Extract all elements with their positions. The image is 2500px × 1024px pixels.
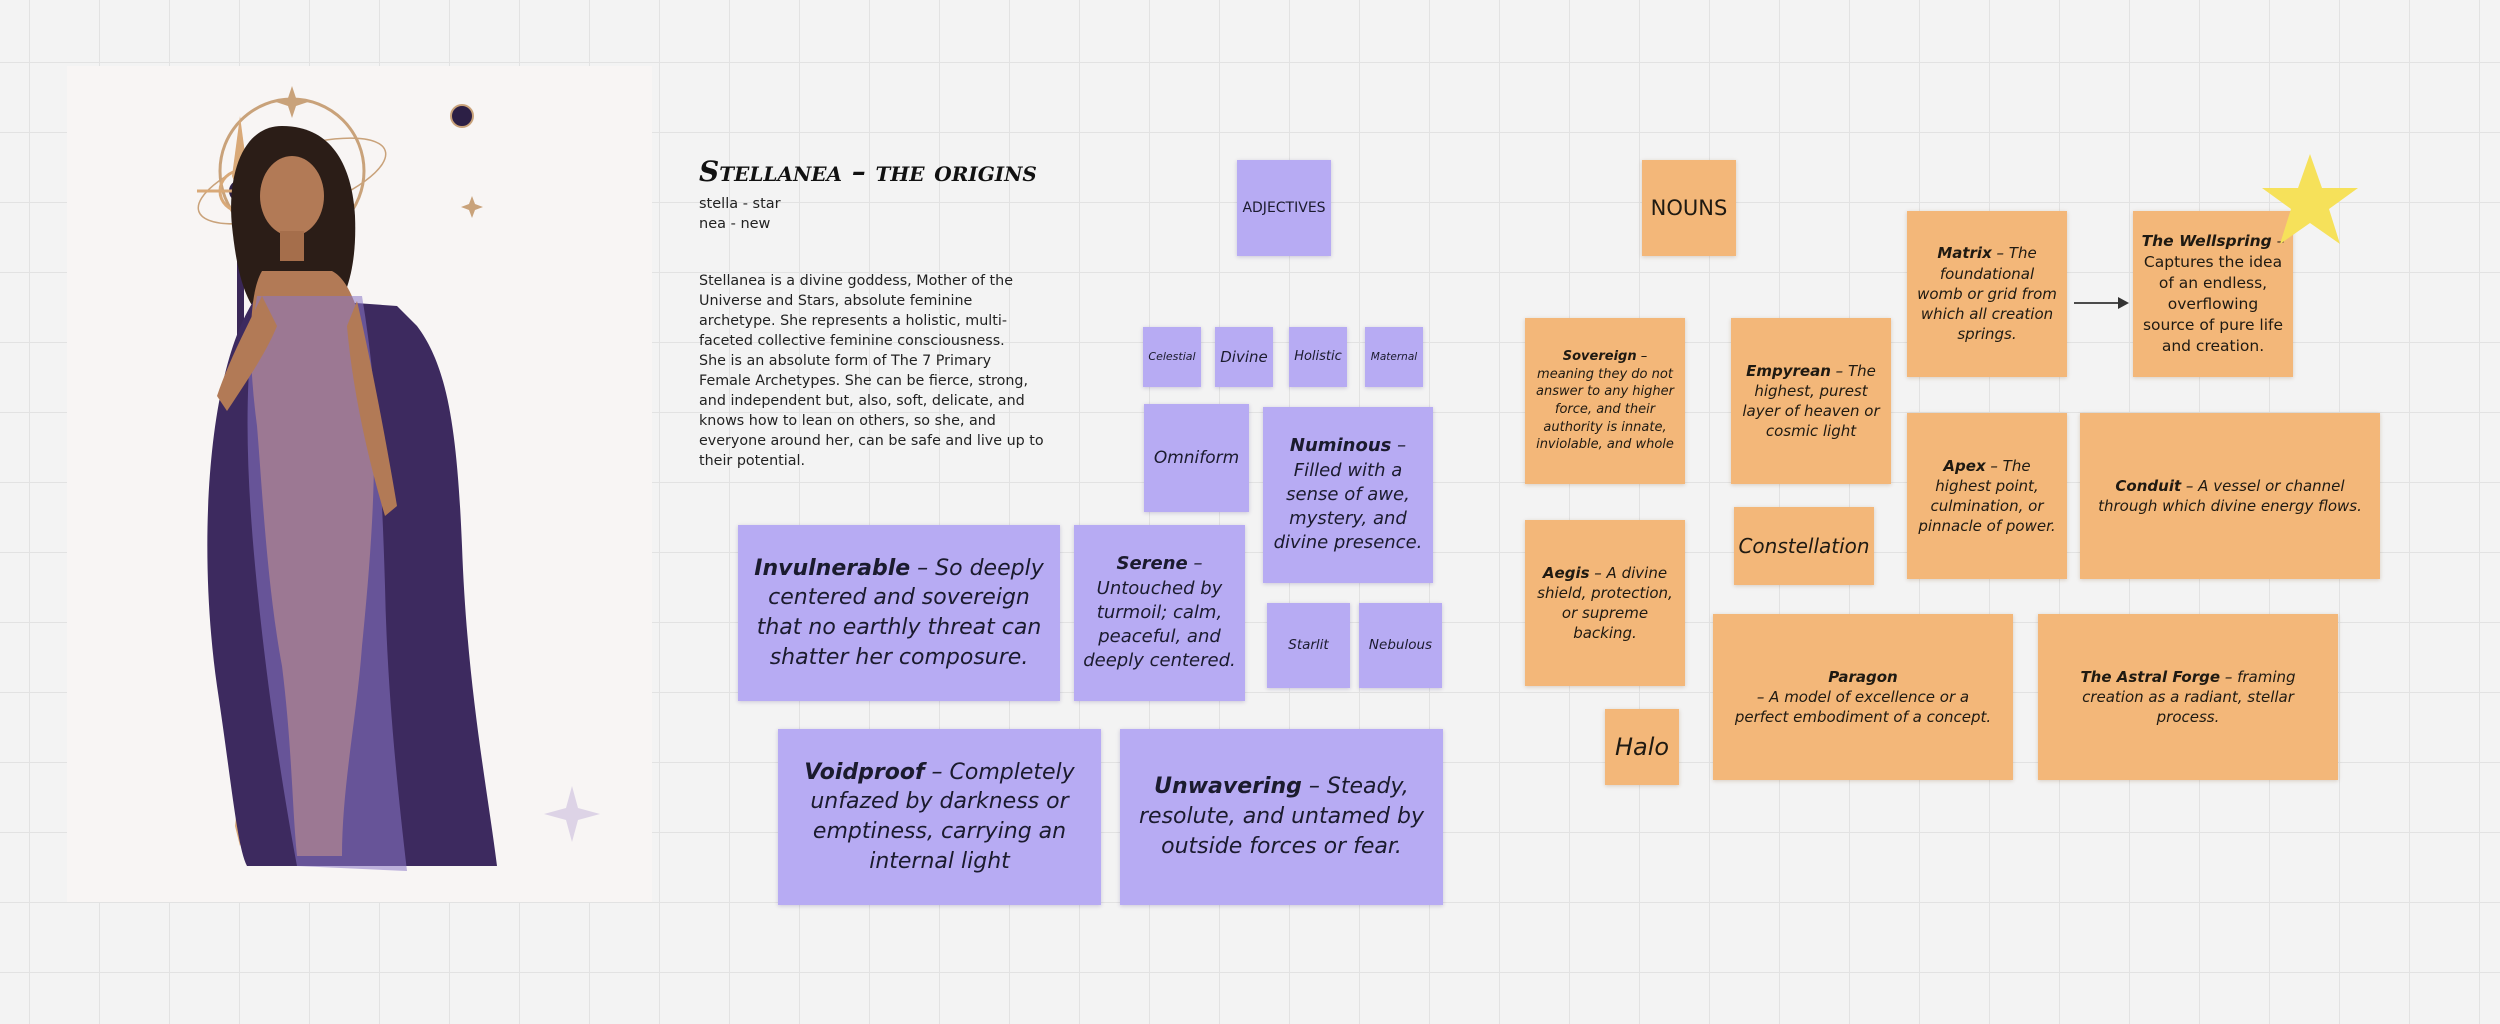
note-term: Matrix [1937, 244, 1992, 263]
neck [280, 231, 304, 261]
note-text: Constellation [1738, 533, 1870, 558]
note-term: The Astral Forge [2080, 667, 2221, 686]
face [260, 156, 324, 236]
note-text: Unwavering – Steady, resolute, and untam… [1134, 772, 1429, 861]
sticky-note-halo[interactable]: Halo [1605, 709, 1679, 785]
arrow-right-icon [2074, 297, 2129, 309]
note-definition: – A vessel or channel through which divi… [2098, 476, 2362, 515]
sparkle-icon [461, 196, 483, 218]
sticky-note-serene[interactable]: Serene – Untouched by turmoil; calm, pea… [1074, 525, 1245, 701]
note-text: Numinous – Filled with a sense of awe, m… [1271, 434, 1425, 555]
note-definition: – framing creation as a radiant, stellar… [2082, 667, 2296, 727]
sticky-note-unwavering[interactable]: Unwavering – Steady, resolute, and untam… [1120, 729, 1443, 905]
note-definition: – Captures the idea of an endless, overf… [2142, 232, 2285, 355]
sticky-note-adjectives-header[interactable]: ADJECTIVES [1237, 160, 1331, 256]
note-text: Maternal [1370, 350, 1418, 363]
page-title: Stellanea – the origins [699, 155, 1037, 188]
sticky-note-matrix[interactable]: Matrix – The foundational womb or grid f… [1907, 211, 2067, 377]
sticky-note-the-astral-forge[interactable]: The Astral Forge – framing creation as a… [2038, 614, 2338, 780]
note-term: Invulnerable [754, 555, 911, 581]
note-text: ADJECTIVES [1242, 199, 1326, 216]
note-definition: – So deeply centered and sovereign that … [756, 555, 1044, 670]
note-definition: – The foundational womb or grid from whi… [1917, 244, 2057, 344]
note-term: Unwavering [1154, 774, 1302, 800]
sticky-note-voidproof[interactable]: Voidproof – Completely unfazed by darkne… [778, 729, 1101, 905]
note-text: Celestial [1148, 349, 1196, 363]
note-term: Apex [1943, 456, 1986, 475]
sticky-note-invulnerable[interactable]: Invulnerable – So deeply centered and so… [738, 525, 1060, 701]
note-text: NOUNS [1650, 195, 1728, 220]
note-term: Paragon [1828, 667, 1898, 686]
note-definition: – The highest point, culmination, or pin… [1918, 456, 2056, 536]
left-arm [217, 296, 277, 411]
note-term: Empyrean [1746, 361, 1831, 380]
note-term: Voidproof [804, 759, 925, 785]
sparkle-icon [276, 86, 308, 118]
note-text: Conduit – A vessel or channel through wh… [2094, 476, 2366, 517]
note-text: Nebulous [1368, 637, 1433, 654]
note-term: Serene [1116, 553, 1188, 575]
note-text: Divine [1220, 347, 1268, 366]
note-text: Empyrean – The highest, purest layer of … [1739, 361, 1883, 442]
sticky-note-empyrean[interactable]: Empyrean – The highest, purest layer of … [1731, 318, 1891, 484]
note-text: The Wellspring – Captures the idea of an… [2141, 231, 2285, 357]
sticky-note-the-wellspring[interactable]: The Wellspring – Captures the idea of an… [2133, 211, 2293, 377]
note-text: The Astral Forge – framing creation as a… [2054, 667, 2322, 728]
note-term: Conduit [2115, 476, 2182, 495]
note-text: Holistic [1294, 349, 1342, 365]
bio-paragraph: She is an absolute form of The 7 Primary… [699, 353, 1044, 469]
note-text: Matrix – The foundational womb or grid f… [1915, 243, 2059, 344]
note-text: Sovereign – meaning they do not answer t… [1533, 348, 1677, 453]
note-text: Aegis – A divine shield, protection, or … [1533, 563, 1677, 644]
note-text: Paragon – A model of excellence or a per… [1729, 667, 1997, 728]
note-definition: – Completely unfazed by darkness or empt… [810, 759, 1075, 874]
note-term: Sovereign [1562, 349, 1637, 365]
sticky-note-omniform[interactable]: Omniform [1144, 404, 1249, 512]
sticky-note-aegis[interactable]: Aegis – A divine shield, protection, or … [1525, 520, 1685, 686]
sticky-note-numinous[interactable]: Numinous – Filled with a sense of awe, m… [1263, 407, 1433, 583]
goddess-illustration-svg [197, 86, 600, 871]
note-term: The Wellspring [2141, 232, 2272, 251]
note-definition: – meaning they do not answer to any high… [1536, 349, 1674, 453]
note-term: Numinous [1289, 435, 1392, 457]
note-definition: – Untouched by turmoil; calm, peaceful, … [1083, 553, 1236, 672]
sticky-note-nebulous[interactable]: Nebulous [1359, 603, 1442, 688]
sparkle-icon [544, 786, 600, 842]
note-text: Voidproof – Completely unfazed by darkne… [792, 758, 1087, 877]
note-definition: – Filled with a sense of awe, mystery, a… [1273, 435, 1423, 554]
bio-text: Stellanea is a divine goddess, Mother of… [699, 271, 1044, 471]
bio-paragraph: Stellanea is a divine goddess, Mother of… [699, 273, 1014, 349]
note-text: Starlit [1288, 637, 1329, 654]
sticky-note-apex[interactable]: Apex – The highest point, culmination, o… [1907, 413, 2067, 579]
note-term: Aegis [1542, 563, 1590, 582]
etymology-line: nea - new [699, 216, 771, 232]
note-text: Omniform [1153, 447, 1240, 468]
planet-orb [450, 104, 474, 128]
note-definition: – The highest, purest layer of heaven or… [1742, 361, 1880, 441]
note-definition: – A divine shield, protection, or suprem… [1537, 563, 1673, 643]
sticky-note-celestial[interactable]: Celestial [1143, 327, 1201, 387]
star-icon [2262, 154, 2358, 244]
note-text: Serene – Untouched by turmoil; calm, pea… [1082, 552, 1237, 673]
note-text: Apex – The highest point, culmination, o… [1915, 456, 2059, 537]
sticky-note-constellation[interactable]: Constellation [1734, 507, 1874, 585]
right-arm [347, 301, 397, 516]
sticky-note-conduit[interactable]: Conduit – A vessel or channel through wh… [2080, 413, 2380, 579]
sticky-note-divine[interactable]: Divine [1215, 327, 1273, 387]
sticky-note-holistic[interactable]: Holistic [1289, 327, 1347, 387]
sticky-note-sovereign[interactable]: Sovereign – meaning they do not answer t… [1525, 318, 1685, 484]
note-text: Invulnerable – So deeply centered and so… [752, 554, 1046, 673]
sticky-note-paragon[interactable]: Paragon – A model of excellence or a per… [1713, 614, 2013, 780]
note-definition: – Steady, resolute, and untamed by outsi… [1139, 774, 1424, 859]
sticky-note-nouns-header[interactable]: NOUNS [1642, 160, 1736, 256]
character-illustration[interactable] [67, 66, 652, 902]
note-definition: – A model of excellence or a perfect emb… [1734, 687, 1992, 727]
sticky-note-starlit[interactable]: Starlit [1267, 603, 1350, 688]
note-text: Halo [1614, 732, 1670, 761]
sticky-note-maternal[interactable]: Maternal [1365, 327, 1423, 387]
etymology-line: stella - star [699, 196, 781, 212]
